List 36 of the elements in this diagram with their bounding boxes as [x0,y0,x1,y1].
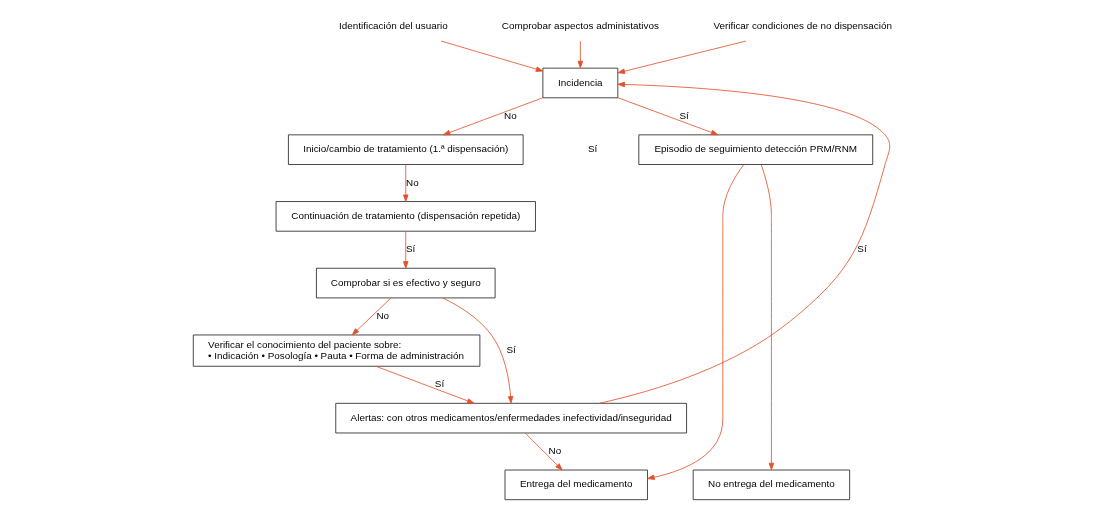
node-box: Continuación de tratamiento (dispensación repetida) [275,201,536,232]
node-box: Episodio de seguimiento detección PRM/RNM [638,134,874,165]
edge-label: No [406,176,419,188]
arrow [375,365,475,404]
arrow [524,432,563,471]
edge-label: Sí [406,243,416,255]
node-box: Inicio/cambio de tratamiento (1.ª dispensación) [288,134,524,165]
node-box: Comprobar si es efectivo y seguro [316,267,496,299]
edge-label: Sí [506,344,516,356]
edge-label: No [548,445,562,457]
arrow [760,164,775,471]
arrow [577,40,584,69]
arrow [403,230,409,269]
arrow [351,297,392,336]
node-box: Alertas: con otros medicamentos/enfermedades inefectividad/inseguridad [335,402,687,434]
arrow [440,40,544,72]
node-text: Verificar condiciones de no dispensación [713,19,892,31]
arrow [617,40,747,74]
node-box: Entrega del medicamento [504,469,648,501]
node-box: No entrega del medicamento [692,469,851,501]
edge-label: No [504,109,517,121]
label: Sí [588,143,598,155]
arrow [442,97,544,136]
arrow [647,164,745,480]
edge-label: Sí [679,109,689,121]
arrow [442,297,514,404]
edge-label: Sí [857,243,867,255]
arrow [617,97,719,136]
node-box: Verificar el conocimiento del paciente sobre: • Indicación • Posología • Pauta • Forma de administración [192,334,481,367]
node-box: Incidencia [542,67,619,99]
node-text: Comprobar aspectos administativos [501,19,659,31]
edge-label: No [376,309,390,321]
arrow [403,164,409,202]
arrow [599,81,891,404]
edge-label: Sí [434,378,445,390]
node-text: Identificación del usuario [339,19,448,31]
